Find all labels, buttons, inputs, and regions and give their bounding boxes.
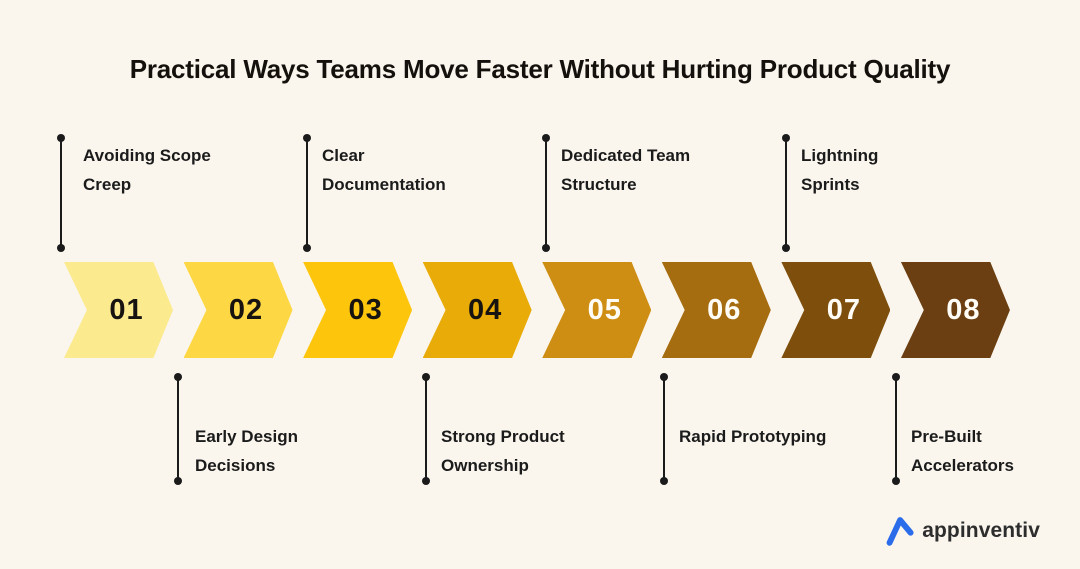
- step-number: 07: [826, 293, 861, 326]
- label-line: Early Design: [195, 427, 298, 446]
- step-label-strong-product-ownership: Strong Product Ownership: [441, 422, 565, 480]
- chevron-step-02: 02: [183, 262, 293, 358]
- page-title: Practical Ways Teams Move Faster Without…: [129, 54, 951, 84]
- step-label-early-design-decisions: Early Design Decisions: [195, 422, 298, 480]
- step-number: 06: [707, 293, 742, 326]
- chevron-step-08: 08: [900, 262, 1010, 358]
- label-line: Rapid Prototyping: [679, 427, 827, 446]
- label-line: Decisions: [195, 456, 276, 475]
- step-number: 04: [468, 293, 503, 326]
- step-number: 05: [587, 293, 622, 326]
- label-line: Clear: [322, 146, 365, 165]
- connector-line-step-03: [303, 134, 311, 252]
- connector-line-step-06: [660, 373, 668, 485]
- label-line: Lightning: [801, 146, 879, 165]
- step-label-dedicated-team-structure: Dedicated Team Structure: [561, 141, 690, 199]
- brand-name: appinventiv: [922, 519, 1040, 542]
- chevron-step-07: 07: [781, 262, 891, 358]
- chevron-step-04: 04: [422, 262, 532, 358]
- label-line: Documentation: [322, 175, 446, 194]
- label-line: Ownership: [441, 456, 529, 475]
- chevron-step-05: 05: [542, 262, 652, 358]
- label-line: Structure: [561, 175, 637, 194]
- label-line: Pre-Built: [911, 427, 982, 446]
- connector-line-step-04: [422, 373, 430, 485]
- label-line: Sprints: [801, 175, 860, 194]
- step-number: 01: [109, 293, 144, 326]
- step-number: 02: [228, 293, 264, 326]
- step-label-pre-built-accelerators: Pre-Built Accelerators: [911, 422, 1014, 480]
- step-label-rapid-prototyping: Rapid Prototyping: [679, 422, 826, 451]
- step-number: 03: [348, 293, 383, 326]
- label-line: Dedicated Team: [561, 146, 691, 165]
- chevron-timeline: 01 02 03 04 05 06 07 08: [64, 262, 1010, 358]
- appinventiv-logo-icon: [886, 517, 914, 546]
- label-line: Strong Product: [441, 427, 565, 446]
- label-line: Avoiding Scope: [83, 146, 211, 165]
- connector-line-step-07: [782, 134, 790, 252]
- label-line: Accelerators: [911, 456, 1015, 475]
- connector-line-step-08: [892, 373, 900, 485]
- step-number: 08: [946, 293, 981, 326]
- step-label-lightning-sprints: Lightning Sprints: [801, 141, 878, 199]
- chevron-step-03: 03: [303, 262, 413, 358]
- brand-logo: appinventiv: [886, 515, 1040, 547]
- connector-line-step-05: [542, 134, 550, 252]
- step-label-avoiding-scope-creep: Avoiding Scope Creep: [83, 141, 211, 199]
- connector-line-step-02: [174, 373, 182, 485]
- step-label-clear-documentation: Clear Documentation: [322, 141, 446, 199]
- chevron-step-01: 01: [64, 262, 173, 358]
- label-line: Creep: [83, 175, 132, 194]
- connector-line-step-01: [57, 134, 65, 252]
- chevron-step-06: 06: [661, 262, 771, 358]
